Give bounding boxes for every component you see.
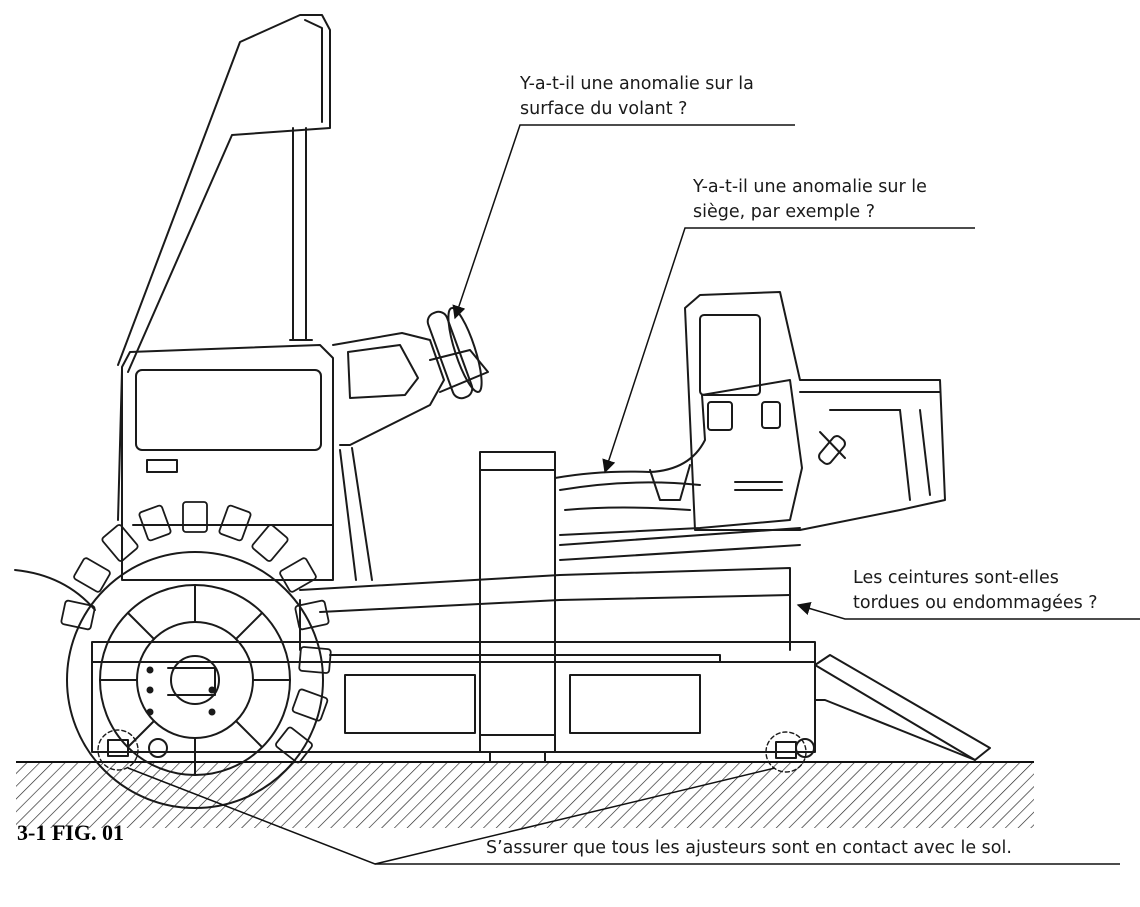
steering-wheel [426,307,489,400]
floor [16,761,1034,828]
rear-body [559,291,946,561]
figure-caption: 3-1 FIG. 01 [17,820,124,845]
callout-seat-belts-line1: Les ceintures sont-elles [853,568,1059,588]
base-frame [91,567,816,753]
rear-ramp [814,654,991,761]
large-wheel [14,551,324,809]
callout-adjusters-line1: S’assurer que tous les ajusteurs sont en… [486,838,1012,858]
callout-steering-wheel-line1: Y-a-t-il une anomalie sur la [520,74,754,94]
callout-seat-line2: siège, par exemple ? [693,202,876,222]
callout-leaders [127,124,1140,865]
tyre-treads [60,501,332,764]
callout-seat: Y-a-t-il une anomalie sur le siège, par … [693,175,927,225]
callout-seat-belts: Les ceintures sont-elles tordues ou endo… [853,566,1098,616]
callout-seat-belts-line2: tordues ou endommagées ? [853,593,1098,613]
dashboard-hood [332,332,445,581]
cabin-box [121,344,334,581]
seat [554,379,803,536]
callout-steering-wheel-line2: surface du volant ? [520,99,688,119]
monitor-tower [117,14,331,521]
centre-pillar [479,451,556,763]
callout-seat-line1: Y-a-t-il une anomalie sur le [693,177,927,197]
callout-steering-wheel: Y-a-t-il une anomalie sur la surface du … [520,72,754,122]
callout-adjusters: S’assurer que tous les ajusteurs sont en… [486,836,1012,861]
adjuster-feet [97,729,815,773]
